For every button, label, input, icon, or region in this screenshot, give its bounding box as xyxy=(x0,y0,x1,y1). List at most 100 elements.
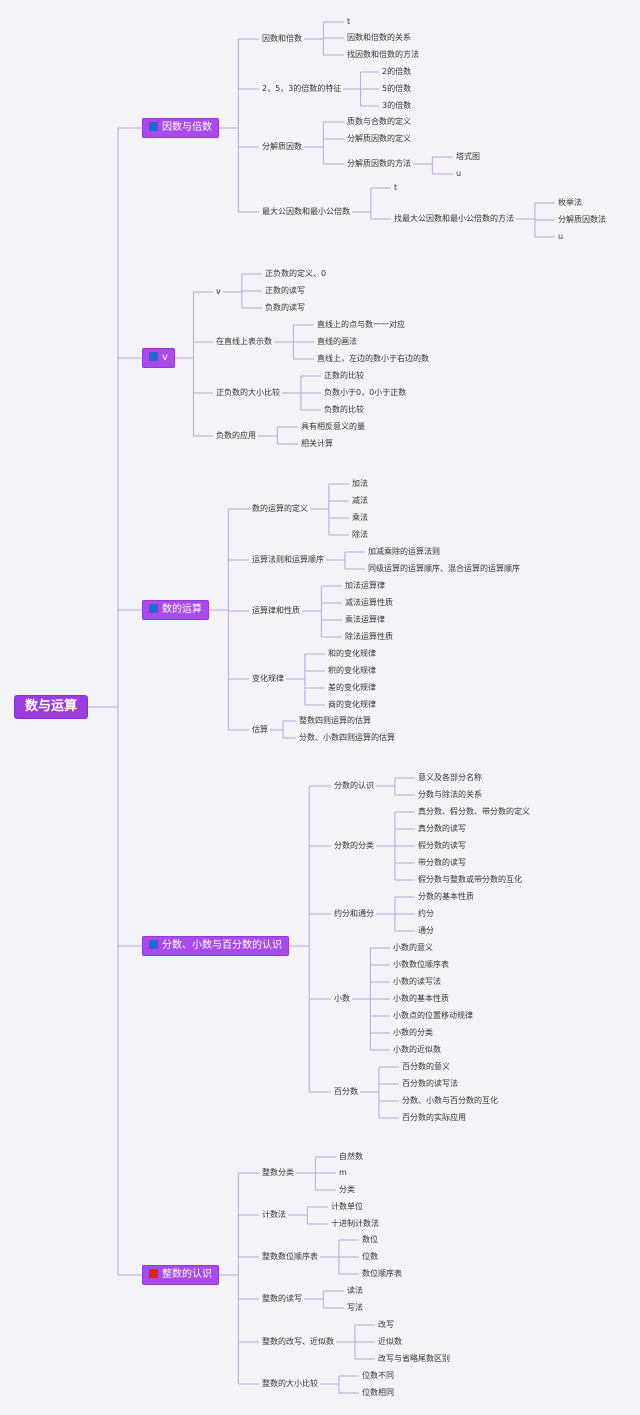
subtopic-node-3-1-3[interactable]: 带分数的读写 xyxy=(418,857,466,869)
branch-node-1[interactable]: v xyxy=(142,348,175,368)
subtopic-node-4-4-0[interactable]: 改写 xyxy=(378,1319,394,1331)
topic-node-2-3[interactable]: 变化规律 xyxy=(252,673,284,685)
topic-node-4-5[interactable]: 整数的大小比较 xyxy=(262,1378,318,1390)
subtopic-node-2-1-0[interactable]: 加减乘除的运算法则 xyxy=(368,546,440,558)
subtopic-node-0-1-2[interactable]: 3的倍数 xyxy=(382,100,411,112)
topic-node-1-0[interactable]: v xyxy=(216,286,221,298)
subtopic-node-4-4-1[interactable]: 近似数 xyxy=(378,1336,402,1348)
root-node[interactable]: 数与运算 xyxy=(14,695,89,719)
subtopic-node-2-2-0[interactable]: 加法运算律 xyxy=(345,580,385,592)
branch-node-2[interactable]: 数的运算 xyxy=(142,600,209,620)
topic-node-3-2[interactable]: 约分和通分 xyxy=(334,908,374,920)
subtopic-node-4-1-1[interactable]: 十进制计数法 xyxy=(331,1218,379,1230)
subtopic-node-2-4-1[interactable]: 分数、小数四则运算的估算 xyxy=(299,732,395,744)
subtopic-node-2-2-3[interactable]: 除法运算性质 xyxy=(345,631,393,643)
leaf-node-0-2-2-0[interactable]: 塔式图 xyxy=(456,151,480,163)
subtopic-node-2-2-1[interactable]: 减法运算性质 xyxy=(345,597,393,609)
subtopic-node-0-1-0[interactable]: 2的倍数 xyxy=(382,66,411,78)
subtopic-node-4-5-0[interactable]: 位数不同 xyxy=(362,1370,394,1382)
subtopic-node-2-4-0[interactable]: 整数四则运算的估算 xyxy=(299,715,371,727)
subtopic-node-2-0-2[interactable]: 乘法 xyxy=(352,512,368,524)
topic-node-4-0[interactable]: 整数分类 xyxy=(262,1167,294,1179)
topic-node-4-4[interactable]: 整数的改写、近似数 xyxy=(262,1336,334,1348)
subtopic-node-4-4-2[interactable]: 改写与省略尾数区别 xyxy=(378,1353,450,1365)
subtopic-node-1-3-1[interactable]: 相关计算 xyxy=(301,438,333,450)
subtopic-node-3-0-1[interactable]: 分数与除法的关系 xyxy=(418,789,482,801)
subtopic-node-4-0-2[interactable]: 分类 xyxy=(339,1184,355,1196)
branch-node-3[interactable]: 分数、小数与百分数的认识 xyxy=(142,936,289,956)
subtopic-node-4-0-1[interactable]: m xyxy=(339,1167,347,1179)
subtopic-node-3-4-1[interactable]: 百分数的读写法 xyxy=(402,1078,458,1090)
leaf-node-0-3-1-0[interactable]: 枚举法 xyxy=(558,197,582,209)
topic-node-2-2[interactable]: 运算律和性质 xyxy=(252,605,300,617)
topic-node-3-1[interactable]: 分数的分类 xyxy=(334,840,374,852)
topic-node-2-4[interactable]: 估算 xyxy=(252,724,268,736)
subtopic-node-1-2-1[interactable]: 负数小于0，0小于正数 xyxy=(324,387,406,399)
leaf-node-0-2-2-1[interactable]: u xyxy=(456,168,461,180)
subtopic-node-3-2-2[interactable]: 通分 xyxy=(418,925,434,937)
subtopic-node-2-1-1[interactable]: 同级运算的运算顺序、混合运算的运算顺序 xyxy=(368,563,520,575)
subtopic-node-3-4-0[interactable]: 百分数的意义 xyxy=(402,1061,450,1073)
subtopic-node-2-3-3[interactable]: 商的变化规律 xyxy=(328,699,376,711)
subtopic-node-3-2-1[interactable]: 约分 xyxy=(418,908,434,920)
topic-node-2-1[interactable]: 运算法则和运算顺序 xyxy=(252,554,324,566)
topic-node-1-2[interactable]: 正负数的大小比较 xyxy=(216,387,280,399)
subtopic-node-2-3-2[interactable]: 差的变化规律 xyxy=(328,682,376,694)
branch-node-4[interactable]: 整数的认识 xyxy=(142,1265,219,1285)
topic-node-0-2[interactable]: 分解质因数 xyxy=(262,141,302,153)
subtopic-node-2-2-2[interactable]: 乘法运算律 xyxy=(345,614,385,626)
topic-node-4-3[interactable]: 整数的读写 xyxy=(262,1293,302,1305)
subtopic-node-4-5-1[interactable]: 位数相同 xyxy=(362,1387,394,1399)
subtopic-node-2-3-0[interactable]: 和的变化规律 xyxy=(328,648,376,660)
subtopic-node-3-3-6[interactable]: 小数的近似数 xyxy=(393,1044,441,1056)
subtopic-node-1-1-1[interactable]: 直线的画法 xyxy=(317,336,357,348)
subtopic-node-1-0-1[interactable]: 正数的读写 xyxy=(265,285,305,297)
subtopic-node-0-0-1[interactable]: 因数和倍数的关系 xyxy=(347,32,411,44)
subtopic-node-0-2-2[interactable]: 分解质因数的方法 xyxy=(347,158,411,170)
subtopic-node-3-3-4[interactable]: 小数点的位置移动规律 xyxy=(393,1010,473,1022)
subtopic-node-3-1-2[interactable]: 假分数的读写 xyxy=(418,840,466,852)
subtopic-node-0-3-0[interactable]: t xyxy=(394,182,397,194)
subtopic-node-1-1-2[interactable]: 直线上，左边的数小于右边的数 xyxy=(317,353,429,365)
subtopic-node-0-1-1[interactable]: 5的倍数 xyxy=(382,83,411,95)
topic-node-2-0[interactable]: 数的运算的定义 xyxy=(252,503,308,515)
subtopic-node-2-0-3[interactable]: 除法 xyxy=(352,529,368,541)
subtopic-node-3-1-1[interactable]: 真分数的读写 xyxy=(418,823,466,835)
subtopic-node-3-1-4[interactable]: 假分数与整数或带分数的互化 xyxy=(418,874,522,886)
topic-node-0-1[interactable]: 2，5，3的倍数的特征 xyxy=(262,83,341,95)
subtopic-node-3-1-0[interactable]: 真分数、假分数、带分数的定义 xyxy=(418,806,530,818)
subtopic-node-0-2-0[interactable]: 质数与合数的定义 xyxy=(347,116,411,128)
branch-node-0[interactable]: 因数与倍数 xyxy=(142,118,219,138)
subtopic-node-3-4-3[interactable]: 百分数的实际应用 xyxy=(402,1112,466,1124)
subtopic-node-4-2-1[interactable]: 位数 xyxy=(362,1251,378,1263)
subtopic-node-3-3-5[interactable]: 小数的分类 xyxy=(393,1027,433,1039)
topic-node-0-0[interactable]: 因数和倍数 xyxy=(262,33,302,45)
leaf-node-0-3-1-2[interactable]: u xyxy=(558,231,563,243)
subtopic-node-2-0-0[interactable]: 加法 xyxy=(352,478,368,490)
subtopic-node-0-2-1[interactable]: 分解质因数的定义 xyxy=(347,133,411,145)
subtopic-node-4-3-0[interactable]: 读法 xyxy=(347,1285,363,1297)
subtopic-node-1-0-0[interactable]: 正负数的定义、0 xyxy=(265,268,326,280)
topic-node-4-1[interactable]: 计数法 xyxy=(262,1209,286,1221)
subtopic-node-1-0-2[interactable]: 负数的读写 xyxy=(265,302,305,314)
subtopic-node-0-0-0[interactable]: t xyxy=(347,16,350,28)
leaf-node-0-3-1-1[interactable]: 分解质因数法 xyxy=(558,214,606,226)
topic-node-3-3[interactable]: 小数 xyxy=(334,993,350,1005)
subtopic-node-3-3-3[interactable]: 小数的基本性质 xyxy=(393,993,449,1005)
subtopic-node-0-0-2[interactable]: 找因数和倍数的方法 xyxy=(347,49,419,61)
subtopic-node-3-3-1[interactable]: 小数数位顺序表 xyxy=(393,959,449,971)
topic-node-3-4[interactable]: 百分数 xyxy=(334,1086,358,1098)
subtopic-node-1-2-0[interactable]: 正数的比较 xyxy=(324,370,364,382)
subtopic-node-0-3-1[interactable]: 找最大公因数和最小公倍数的方法 xyxy=(394,213,514,225)
subtopic-node-1-2-2[interactable]: 负数的比较 xyxy=(324,404,364,416)
subtopic-node-4-0-0[interactable]: 自然数 xyxy=(339,1151,363,1163)
subtopic-node-2-3-1[interactable]: 积的变化规律 xyxy=(328,665,376,677)
topic-node-4-2[interactable]: 整数数位顺序表 xyxy=(262,1251,318,1263)
subtopic-node-3-3-2[interactable]: 小数的读写法 xyxy=(393,976,441,988)
subtopic-node-3-4-2[interactable]: 分数、小数与百分数的互化 xyxy=(402,1095,498,1107)
topic-node-3-0[interactable]: 分数的认识 xyxy=(334,780,374,792)
subtopic-node-4-1-0[interactable]: 计数单位 xyxy=(331,1201,363,1213)
subtopic-node-3-2-0[interactable]: 分数的基本性质 xyxy=(418,891,474,903)
subtopic-node-4-2-2[interactable]: 数位顺序表 xyxy=(362,1268,402,1280)
subtopic-node-1-1-0[interactable]: 直线上的点与数一一对应 xyxy=(317,319,405,331)
